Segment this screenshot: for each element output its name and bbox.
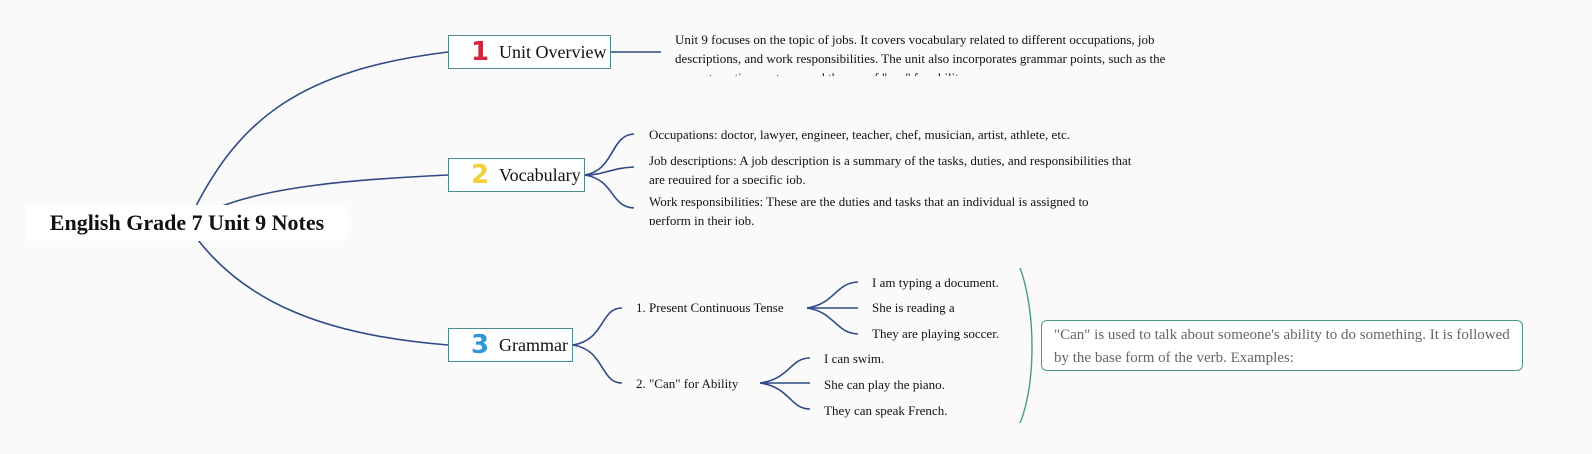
topic-label: Vocabulary — [499, 164, 581, 185]
link-grammar-2 — [572, 344, 623, 384]
vocabulary-item[interactable]: Work responsibilities: These are the dut… — [649, 194, 1089, 225]
example-item[interactable]: They can speak French. — [824, 403, 948, 418]
link-vocab-2 — [584, 166, 635, 176]
link-root-vocabulary — [221, 174, 449, 207]
grammar-can-ability[interactable]: 2. "Can" for Ability — [636, 376, 739, 391]
number-two-icon: 2 — [470, 160, 490, 190]
topic-grammar[interactable]: 3 Grammar — [448, 328, 573, 362]
root-title[interactable]: English Grade 7 Unit 9 Notes — [26, 205, 348, 241]
number-three-icon: 3 — [470, 330, 490, 360]
example-item[interactable]: She can play the piano. — [824, 377, 945, 392]
link-vocab-1 — [584, 133, 635, 176]
can-summary-note[interactable]: "Can" is used to talk about someone's ab… — [1041, 320, 1523, 371]
link-root-overview — [194, 51, 449, 209]
link-grammar-1 — [572, 307, 623, 346]
topic-label: Unit Overview — [499, 41, 607, 62]
link-vocab-3 — [584, 174, 635, 209]
topic-vocabulary[interactable]: 2 Vocabulary — [448, 158, 585, 192]
link-can-3 — [759, 382, 811, 410]
example-item[interactable]: They are playing soccer. — [872, 326, 1000, 341]
example-item[interactable]: I am typing a document. — [872, 275, 999, 290]
topic-unit-overview[interactable]: 1 Unit Overview — [448, 35, 611, 69]
link-root-grammar — [197, 239, 449, 346]
summary-bracket — [1019, 267, 1033, 424]
grammar-present-continuous[interactable]: 1. Present Continuous Tense — [636, 300, 784, 315]
example-item[interactable]: I can swim. — [824, 351, 885, 366]
topic-label: Grammar — [499, 334, 568, 355]
link-pc-3 — [806, 307, 859, 335]
link-can-1 — [759, 357, 811, 384]
example-item[interactable]: She is reading a — [872, 300, 955, 315]
link-pc-1 — [806, 281, 859, 309]
number-one-icon: 1 — [470, 37, 490, 67]
vocabulary-item[interactable]: Occupations: doctor, lawyer, engineer, t… — [649, 127, 1070, 142]
overview-text[interactable]: Unit 9 focuses on the topic of jobs. It … — [675, 32, 1166, 76]
vocabulary-item[interactable]: Job descriptions: A job description is a… — [649, 153, 1132, 184]
